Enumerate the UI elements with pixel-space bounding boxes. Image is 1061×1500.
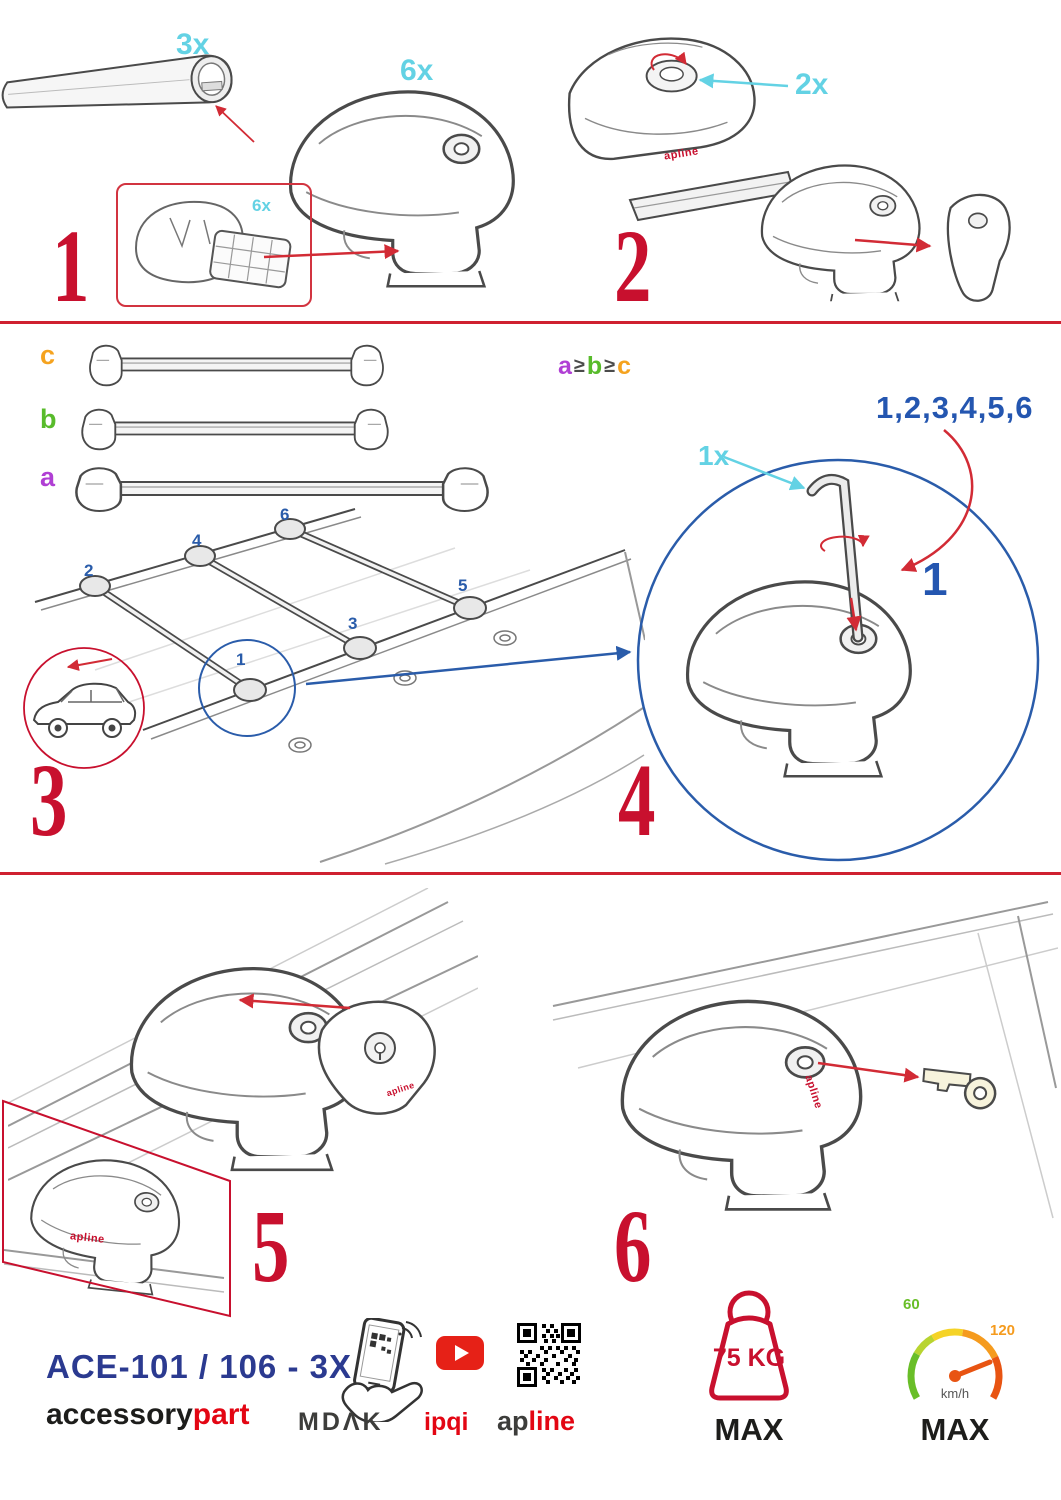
speed-high-label: 120 (990, 1322, 1016, 1339)
bar-size-label-a: a (40, 462, 56, 492)
bar-size-label-c: c (40, 340, 56, 370)
rubber-pad-drawing (134, 200, 292, 289)
step-number-5: 5 (252, 1189, 290, 1304)
foot-qty-label: 6x (400, 54, 434, 87)
knob-qty-label: 2x (795, 68, 829, 101)
order-note-a: a (558, 352, 572, 380)
apline-ap: ap (497, 1406, 529, 1436)
max-load-value: 75 KG (712, 1344, 786, 1372)
car-direction-drawing (32, 682, 137, 738)
qr-code-icon (516, 1322, 582, 1388)
step-number-6: 6 (614, 1189, 652, 1304)
crossbar-c-drawing (84, 338, 389, 390)
step-number-2: 2 (614, 209, 652, 324)
crossbar-drawing (1, 54, 233, 109)
position-label-1: 1 (236, 650, 246, 669)
tool-qty-label: 1x (698, 440, 730, 471)
endcap-drawing (936, 184, 1018, 312)
bar-foot-assembly-drawing (628, 158, 940, 326)
roof-rail-lines-step6 (552, 901, 1058, 1219)
max-load-label: MAX (714, 1412, 784, 1447)
mdak-logo-text: MDΛK (298, 1408, 384, 1436)
hex-key-drawing (806, 473, 864, 643)
order-note-c: c (617, 352, 632, 380)
apline-line: line (528, 1406, 576, 1436)
position-label-3: 3 (348, 614, 358, 633)
size-order-note: a≥b≥c (558, 352, 631, 381)
speed-unit-label: km/h (940, 1386, 970, 1401)
speedometer-icon (907, 1328, 1003, 1400)
maker-logo-red: part (192, 1398, 250, 1431)
order-note-gte2: ≥ (604, 355, 616, 377)
step-number-1: 1 (52, 209, 90, 324)
order-note-b: b (586, 352, 603, 380)
ipqi-logo-text: ipqi (424, 1408, 469, 1436)
speed-low-label: 60 (903, 1296, 920, 1313)
position-label-2: 2 (84, 561, 94, 580)
max-load-icon (709, 1290, 789, 1401)
lock-cover-drawing (317, 1000, 436, 1115)
bar-size-label-b: b (40, 404, 57, 434)
model-number-text: ACE-101 / 106 - 3X (46, 1348, 352, 1385)
mount-foot-drawing-step6 (598, 978, 898, 1223)
tighten-order-number: 1 (922, 553, 948, 605)
max-speed-label: MAX (920, 1412, 990, 1447)
position-label-4: 4 (192, 531, 202, 550)
position-label-5: 5 (458, 576, 468, 595)
position-label-6: 6 (280, 505, 290, 524)
scan-qr-phone-icon (341, 1318, 423, 1422)
crossbar-qty-label: 3x (176, 28, 210, 61)
pad-detail-box (116, 183, 312, 307)
tighten-sequence-text: 1,2,3,4,5,6 (876, 390, 1034, 425)
lock-key-drawing (922, 1067, 997, 1110)
order-note-gte1: ≥ (573, 355, 585, 377)
youtube-icon (436, 1336, 484, 1370)
mount-foot-knob-drawing (556, 26, 768, 180)
step-number-3: 3 (30, 743, 68, 858)
maker-logo-text: accessorypart (46, 1398, 249, 1432)
crossbar-b-drawing (76, 402, 394, 454)
inset-foot-drawing (9, 1137, 210, 1308)
section-divider-2 (0, 872, 1061, 875)
step-number-4: 4 (618, 743, 656, 858)
pad-qty-label: 6x (252, 196, 271, 215)
section-divider-1 (0, 321, 1061, 324)
maker-logo-black: accessory (46, 1398, 193, 1431)
